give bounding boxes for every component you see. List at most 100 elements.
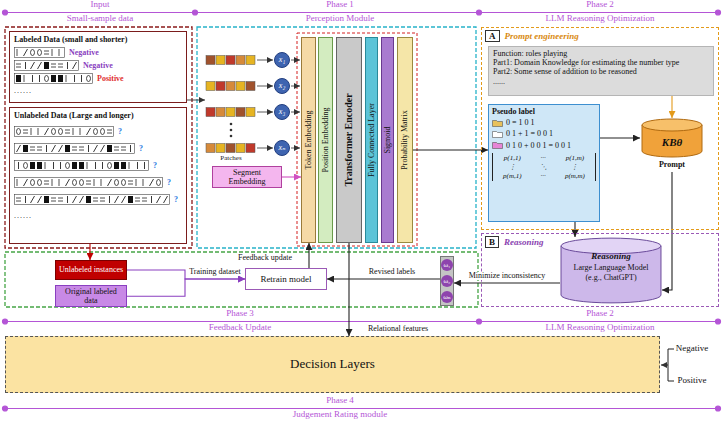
glyph: [59, 49, 60, 56]
connector: [282, 176, 301, 177]
strip-frame: [15, 127, 114, 137]
phase-label: Input: [91, 0, 110, 10]
phase-label: Phase 2: [586, 0, 614, 10]
glyph: [52, 49, 53, 56]
glyph: [51, 198, 56, 199]
patch-arrow: [257, 86, 273, 87]
matrix-entry: ···: [541, 154, 546, 162]
token-arrow: [291, 60, 300, 61]
patch-cell: [216, 144, 225, 153]
patch-cell: [246, 82, 255, 91]
glyph: [102, 162, 103, 169]
glyph: [58, 75, 63, 82]
cylinder-lid: [642, 119, 702, 131]
panel-title: Reasoning: [504, 237, 544, 247]
glyph: [93, 201, 98, 202]
glyph: [17, 129, 21, 135]
phase-label: Phase 2: [586, 309, 614, 319]
phase-rules: [3, 10, 721, 411]
glyph: [58, 201, 63, 202]
glyph: [115, 196, 119, 203]
glyph: [66, 163, 70, 169]
glyph: [121, 147, 126, 148]
glyph: [52, 145, 56, 152]
glyph: [39, 75, 40, 82]
unlabeled-data-box: Unlabeled Data (Large and longer)?????..…: [9, 107, 187, 244]
panel-letter: A: [485, 30, 500, 42]
glyph: [94, 179, 95, 186]
sequence-strip: [14, 177, 163, 188]
class-label: Negative: [676, 344, 708, 354]
panel-title: Prompt engineering: [505, 31, 579, 41]
token-label: x₂: [279, 82, 285, 90]
patch-arrow: [257, 60, 273, 61]
label-icon: [492, 119, 503, 127]
glyph: [142, 198, 147, 199]
pseudo-title: Pseudo label: [492, 107, 596, 116]
original-labeled-box: Original labeled data: [55, 285, 127, 307]
glyph: [51, 67, 56, 68]
glyph: [87, 128, 91, 135]
glyph: [88, 145, 89, 152]
class-label: ?: [167, 178, 171, 187]
glyph: [80, 196, 84, 203]
class-label: Positive: [677, 376, 706, 386]
glyph: [24, 49, 28, 56]
token-label: x₃: [279, 108, 285, 116]
patch-token-circle: x₃: [274, 104, 290, 120]
pseudo-equation: 0 1 0 + 0 0 1 = 0 0 1: [506, 141, 571, 150]
glyph: [87, 76, 91, 82]
glyph: [45, 128, 49, 135]
position-embedding-layer: Position Embedding: [318, 37, 333, 243]
glyph: [121, 162, 126, 169]
glyph: [130, 145, 131, 152]
patch-token-circle: x₂: [274, 78, 290, 94]
reasoning-panel: BReasoningReasoningLarge Language Model …: [481, 233, 719, 307]
phase-label: Phase 4: [326, 396, 354, 406]
glyph: [94, 145, 98, 152]
glyph: [44, 184, 49, 185]
pseudo-row: 0 1 0 + 0 0 1 = 0 0 1: [492, 141, 596, 150]
rule-dot: [193, 10, 198, 15]
glyph: [73, 128, 74, 135]
glyph: [45, 162, 46, 169]
patch-input-arrow: [187, 100, 205, 101]
glyph: [46, 145, 47, 152]
glyph: [59, 129, 63, 135]
llm-title: Reasoning: [566, 251, 656, 261]
glyph: [58, 64, 63, 65]
box-text: Original labeled data: [58, 287, 124, 305]
labeled-data-box: Labeled Data (small and shorter)Negative…: [9, 31, 187, 103]
unlabeled-instances-box: Unlabeled instances: [55, 260, 127, 280]
sequence-row: ?: [14, 177, 182, 188]
matrix-entry: p(1,m): [566, 154, 584, 162]
patch-cell: [236, 56, 245, 65]
glyph: [79, 150, 84, 151]
glyph: [107, 133, 112, 134]
glyph: [128, 196, 133, 203]
weight-circle: ωₙ: [441, 291, 453, 303]
glyph: [74, 75, 75, 82]
glyph: [157, 196, 161, 203]
glyph: [67, 62, 68, 69]
sequence-strip: [14, 47, 65, 58]
glyph: [37, 162, 42, 169]
patch-cell: [216, 108, 225, 117]
perception-panel: [197, 27, 476, 248]
edge-label: Feedback update: [237, 254, 293, 263]
glyph: [101, 179, 102, 186]
weight-circle: ω₁: [441, 259, 453, 271]
patch-token-circle: xₙ: [274, 140, 290, 156]
glyph: [51, 64, 56, 65]
patch-cell: [226, 144, 235, 153]
edge-label: Relational features: [367, 325, 429, 334]
class-label: ?: [174, 195, 178, 204]
glyph: [16, 75, 21, 82]
glyph: [44, 54, 49, 55]
glyph: [37, 150, 42, 151]
class-label: ?: [118, 127, 122, 136]
glyph: [142, 201, 147, 202]
phase-label: Phase 1: [326, 0, 354, 10]
glyph: [44, 51, 49, 52]
panel-header: A Prompt engineering: [482, 28, 718, 44]
